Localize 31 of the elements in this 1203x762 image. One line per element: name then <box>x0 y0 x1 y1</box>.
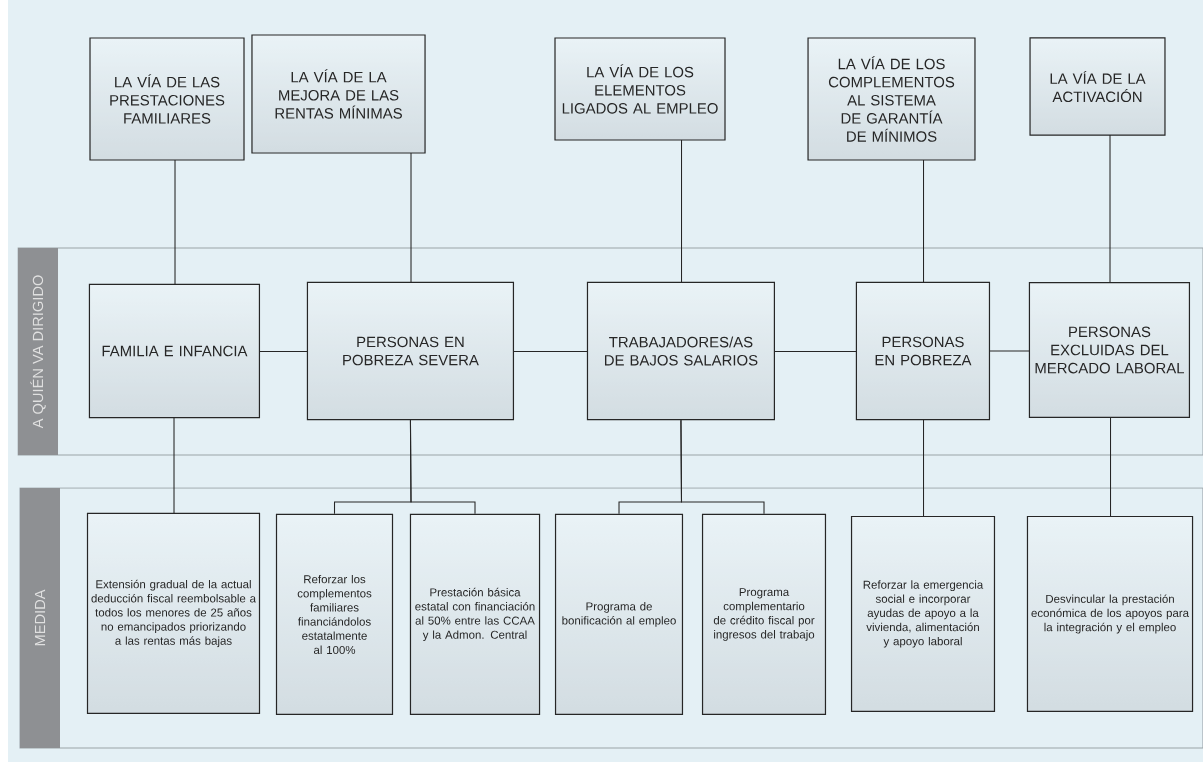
connector-line <box>774 350 858 353</box>
connector-line <box>173 417 175 515</box>
connector-line <box>513 350 589 353</box>
measure-box: Reforzar la emergencia social e incorporar ayudas de apoyo a la vivienda, alimentación y apoyo laboral <box>850 515 996 713</box>
heading-box: LA VÍA DE LAS PRESTACIONES FAMILIARES <box>89 37 245 161</box>
connector-line <box>922 419 925 518</box>
target-group-box: PERSONAS EN POBREZA SEVERA <box>306 281 515 421</box>
connector-line <box>1109 134 1111 284</box>
connector-line <box>680 139 683 284</box>
heading-box: LA VÍA DE LA ACTIVACIÓN <box>1029 37 1166 136</box>
connector-line <box>680 419 765 515</box>
target-group-box: FAMILIA E INFANCIA <box>88 283 261 419</box>
heading-box: LA VÍA DE LOS ELEMENTOS LIGADOS AL EMPLEO <box>554 37 726 141</box>
target-group-box: TRABAJADORES/AS DE BAJOS SALARIOS <box>586 281 775 421</box>
measure-box: Desvincular la prestación económica de los apoyos para la integración y el empleo <box>1026 515 1194 713</box>
target-group-box: PERSONAS EN POBREZA <box>855 281 991 421</box>
connector-line <box>989 350 1031 352</box>
connector-line <box>259 350 309 353</box>
connector-line <box>410 152 412 284</box>
connector-line <box>1109 417 1112 518</box>
target-group-box: PERSONAS EXCLUIDAS DEL MERCADO LABORAL <box>1028 281 1191 419</box>
connector-line <box>409 419 476 515</box>
heading-box: LA VÍA DE LOS COMPLEMENTOS AL SISTEMA DE GARANTÍA DE MÍNIMOS <box>807 37 976 161</box>
connector-line <box>174 159 176 286</box>
heading-box: LA VÍA DE LA MEJORA DE LAS RENTAS MÍNIMAS <box>251 34 426 154</box>
measure-box: Extensión gradual de la actual deducción fiscal reembolsable a todos los menores de 25 años no emancipados priorizando a las rentas más bajas <box>86 512 261 715</box>
measure-box: Reforzar los complementos familiares financiándolos estatalmente al 100% <box>275 513 394 716</box>
measure-box: Programa de bonificación al empleo <box>554 513 684 716</box>
measure-box: Programa complementario de crédito fiscal por ingresos del trabajo <box>701 513 827 716</box>
measure-box: Prestación básica estatal con financiación al 50% entre las CCAA y la Admon. Central <box>409 513 541 716</box>
connector-line <box>922 159 925 284</box>
